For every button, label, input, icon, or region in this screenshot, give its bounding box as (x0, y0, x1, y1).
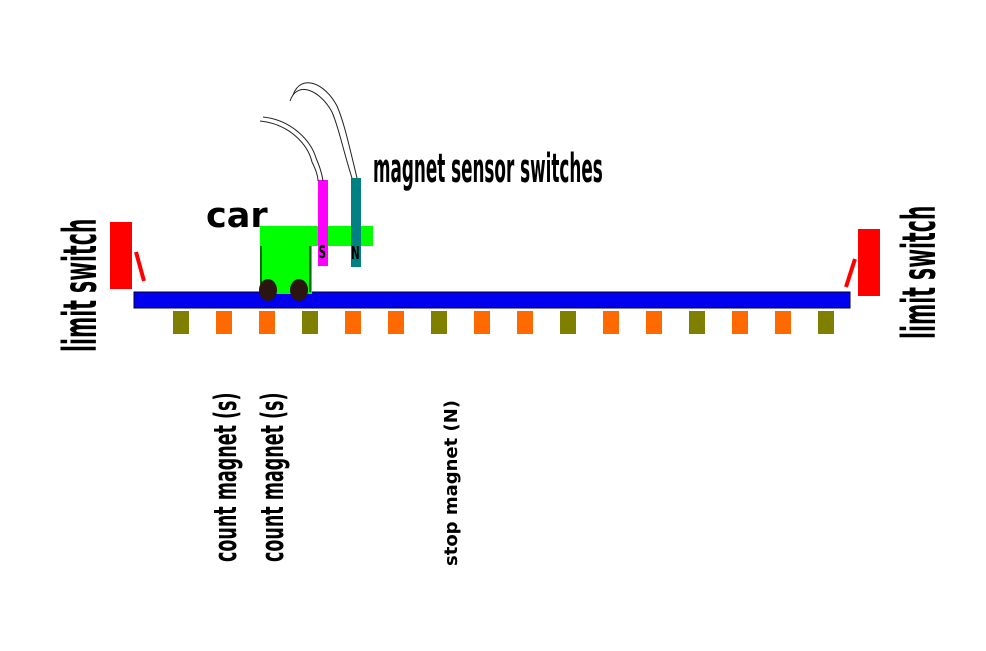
magnet-row (173, 311, 834, 334)
stop-magnet-label: stop magnet (N) (441, 400, 462, 566)
sensor-wires (259, 82, 358, 182)
stop-magnet (689, 311, 705, 334)
count-magnet (646, 311, 662, 334)
limit-switch-left-label: limit switch (55, 219, 108, 352)
count-magnet (474, 311, 490, 334)
stop-magnet (431, 311, 447, 334)
stop-magnet (560, 311, 576, 334)
count-magnet (517, 311, 533, 334)
stop-magnet (173, 311, 189, 334)
count-magnet (345, 311, 361, 334)
sensor-switch-s (318, 180, 328, 266)
car (259, 226, 373, 301)
sensor-s-letter: S (319, 243, 326, 262)
limit-switch-right-label: limit switch (894, 206, 947, 339)
limit-switch-left (110, 222, 146, 289)
limit-switch-left-body (110, 222, 132, 289)
count-magnet (775, 311, 791, 334)
count-magnet (216, 311, 232, 334)
limit-switch-left-lever (134, 251, 146, 282)
car-sensor-arm (260, 226, 373, 246)
limit-switch-right-lever (844, 258, 857, 288)
sensor-n-letter: N (351, 244, 360, 263)
rail (133, 291, 851, 309)
count-magnet (603, 311, 619, 334)
stop-magnet (818, 311, 834, 334)
car-label: car (206, 196, 268, 236)
count-magnet (388, 311, 404, 334)
car-wheel-left (259, 279, 277, 301)
limit-switch-right (844, 229, 880, 296)
magnet-sensor-switches-label: magnet sensor switches (373, 145, 603, 192)
count-magnet (259, 311, 275, 334)
limit-switch-right-body (858, 229, 880, 296)
sensor-switch-n (351, 178, 361, 267)
car-wheel-right (290, 279, 308, 301)
count-magnet (732, 311, 748, 334)
stop-magnet (302, 311, 318, 334)
count-magnet-label-1: count magnet (s) (206, 393, 243, 562)
count-magnet-label-2: count magnet (s) (253, 393, 290, 562)
